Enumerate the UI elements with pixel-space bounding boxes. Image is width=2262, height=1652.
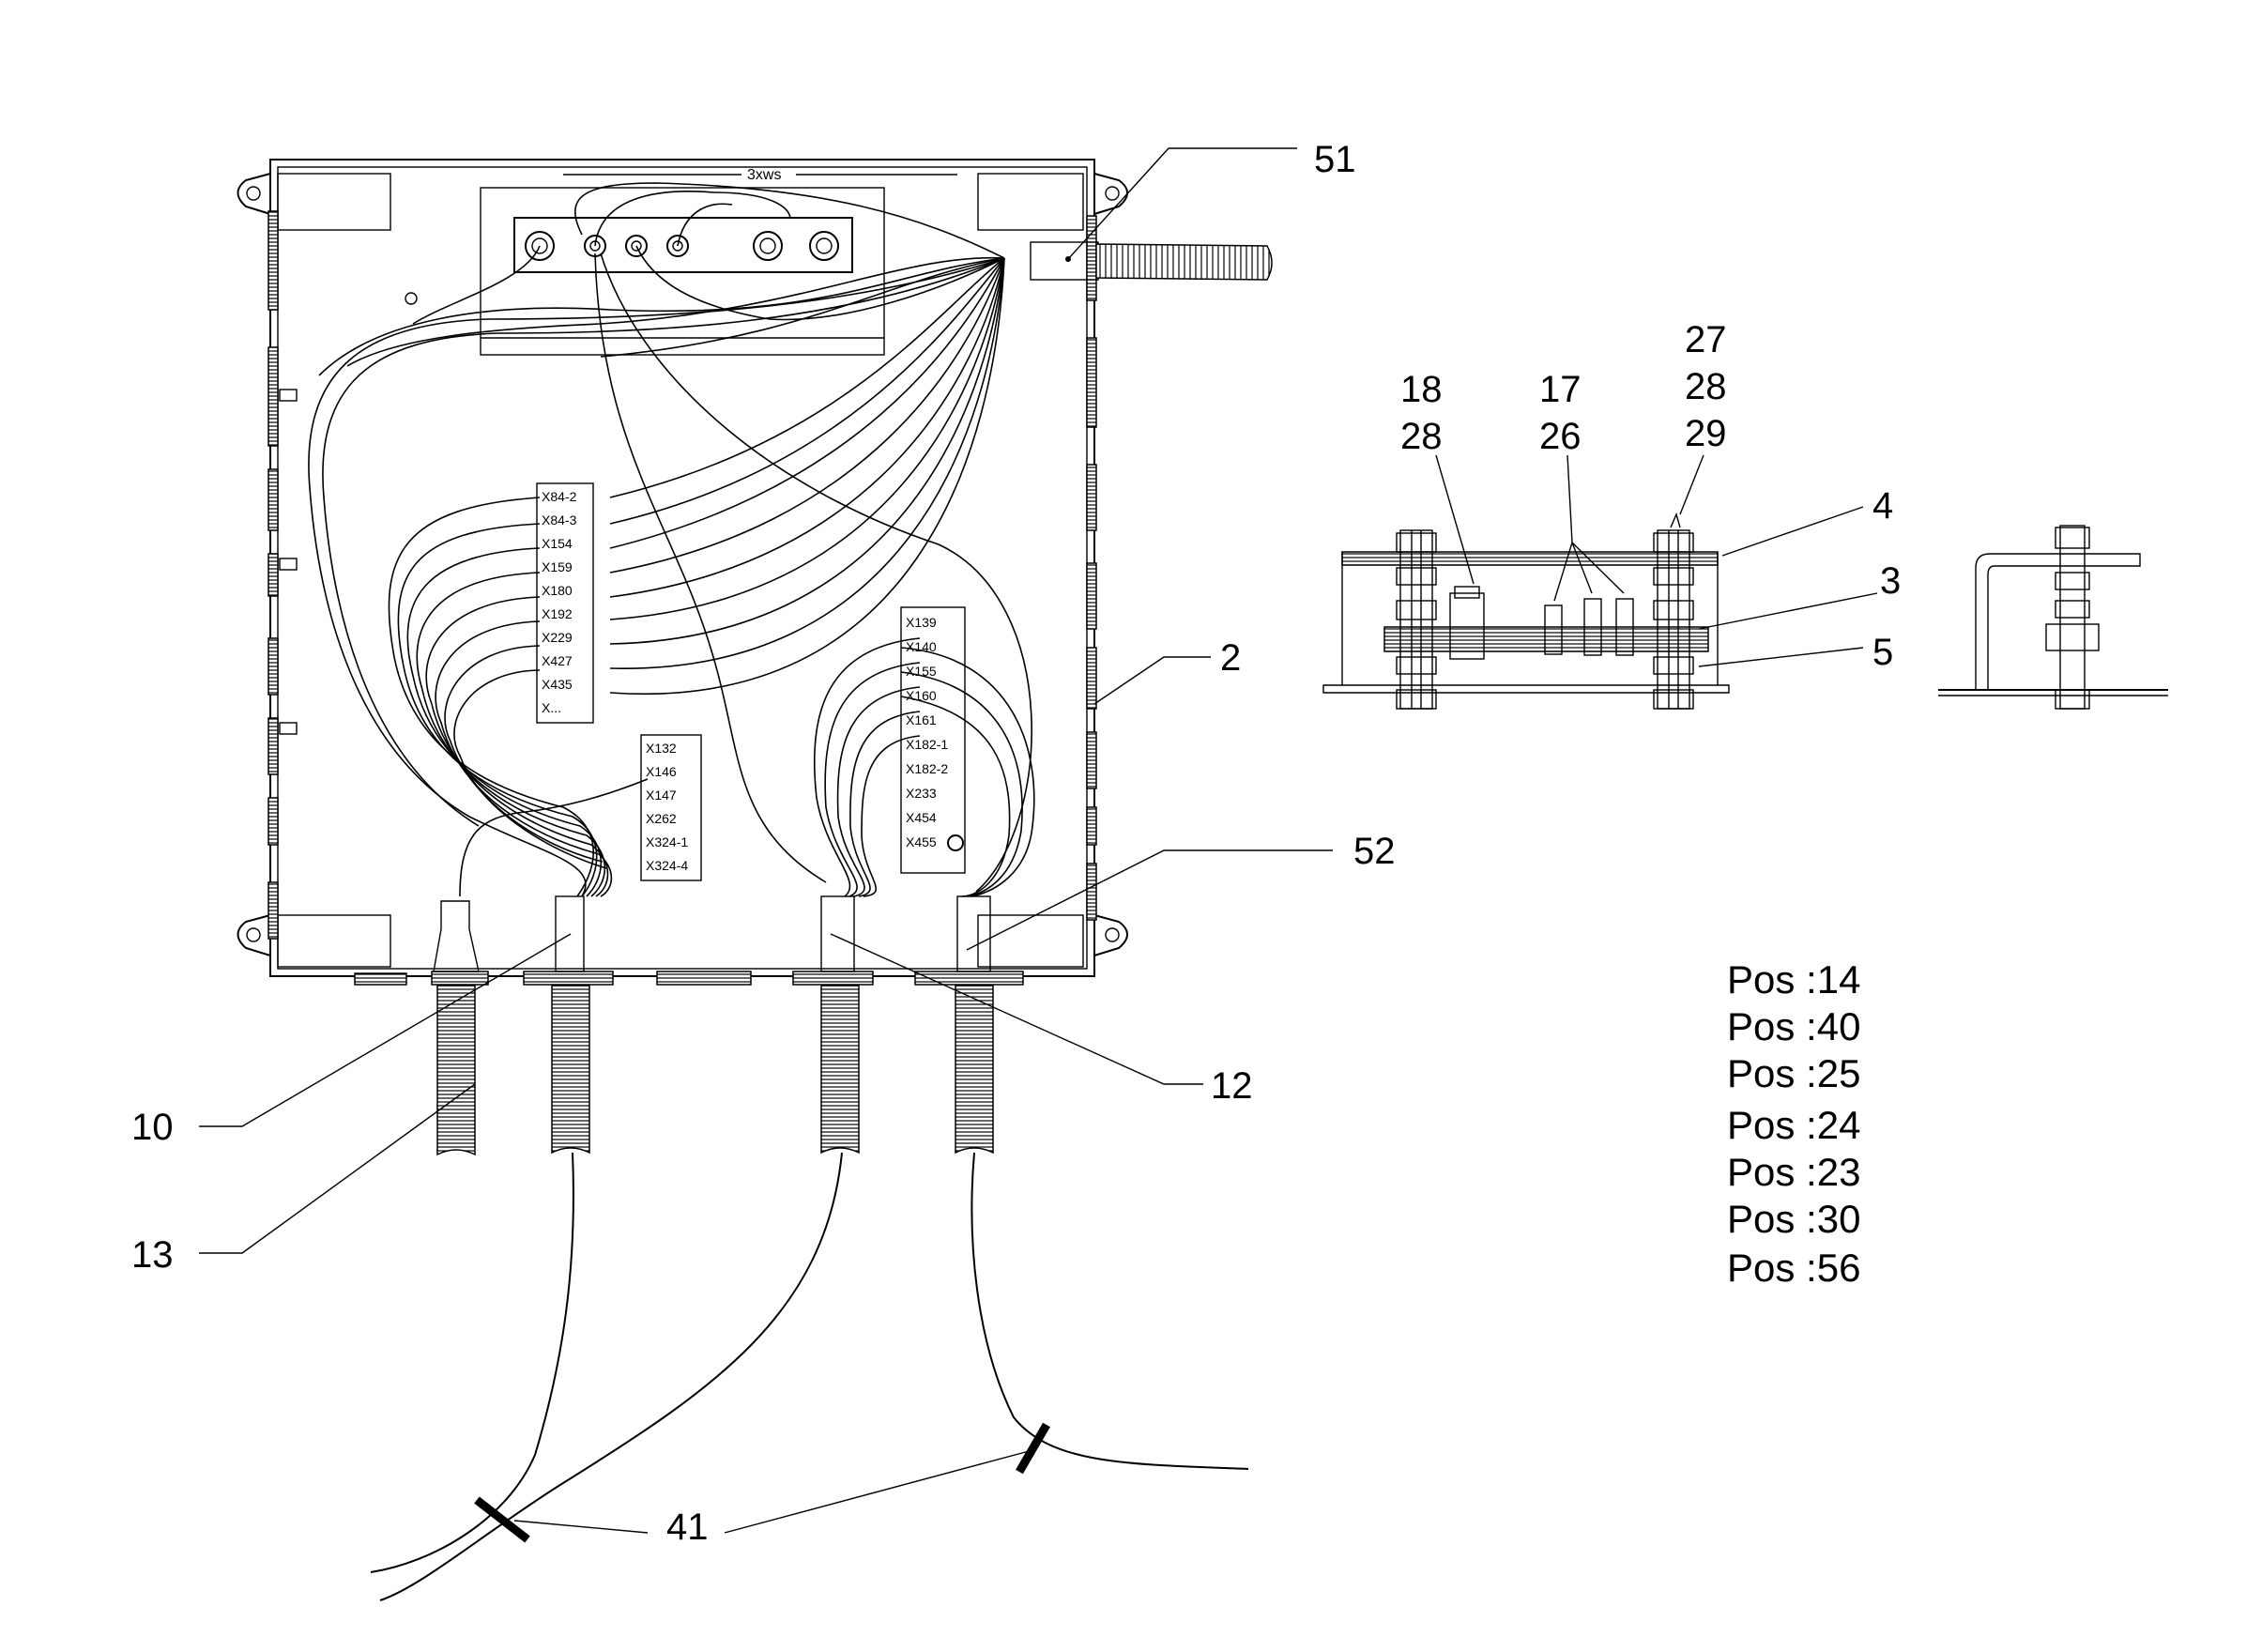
terminal-label: X180: [542, 583, 573, 598]
terminal-label: X427: [542, 653, 573, 668]
terminal-label: X159: [542, 559, 573, 574]
terminal-label: X146: [646, 764, 677, 779]
terminal-label: X84-3: [542, 512, 577, 528]
callout-26: 26: [1539, 416, 1582, 457]
pos-item: Pos :30: [1727, 1197, 1860, 1241]
terminal-label: X455: [906, 834, 937, 849]
terminal-block-right: X139 X140 X155 X160 X161 X182-1 X182-2 X…: [900, 606, 966, 874]
callout-13: 13: [131, 1234, 174, 1276]
callout-52: 52: [1353, 831, 1396, 872]
callout-51: 51: [1314, 139, 1356, 180]
callout-41: 41: [666, 1507, 709, 1548]
position-list: Pos :14 Pos :40 Pos :25 Pos :24 Pos :23 …: [1727, 957, 1860, 1290]
callout-12: 12: [1211, 1065, 1253, 1107]
top-terminal-strip: 3xws: [480, 167, 957, 356]
callout-3: 3: [1880, 560, 1901, 602]
bracket-detail: [1938, 525, 2168, 710]
terminal-label: X...: [542, 700, 561, 715]
terminal-label: X262: [646, 811, 677, 826]
callout-2: 2: [1220, 637, 1241, 679]
strip-label: 3xws: [747, 167, 781, 183]
terminal-label: X233: [906, 786, 937, 801]
terminal-label: X154: [542, 536, 573, 551]
terminal-label: X84-2: [542, 489, 577, 504]
terminal-label: X140: [906, 639, 937, 654]
stud-18: [1449, 586, 1485, 660]
terminal-studs: [525, 231, 839, 261]
pos-item: Pos :24: [1727, 1103, 1860, 1147]
callout-28a: 28: [1400, 416, 1443, 457]
cable-entry-51: [1030, 241, 1273, 281]
housing: [237, 159, 1128, 977]
terminal-label: X229: [542, 630, 573, 645]
pos-item: Pos :14: [1727, 957, 1860, 1002]
terminal-label: X324-1: [646, 834, 688, 849]
callout-5: 5: [1872, 632, 1893, 673]
terminal-label: X160: [906, 688, 937, 703]
terminal-label: X182-1: [906, 737, 948, 752]
pos-item: Pos :23: [1727, 1150, 1860, 1194]
terminal-label: X147: [646, 788, 677, 803]
terminal-label: X161: [906, 712, 937, 727]
terminal-label: X454: [906, 810, 937, 825]
terminal-label: X324-4: [646, 858, 688, 873]
studs-17: [1544, 542, 1634, 656]
terminal-block-middle: X132 X146 X147 X262 X324-1 X324-4: [640, 734, 702, 881]
section-detail: [1322, 454, 1878, 710]
callout-4: 4: [1872, 485, 1893, 527]
bolt-left: [1396, 529, 1437, 710]
terminal-label: X182-2: [906, 761, 948, 776]
pos-item: Pos :56: [1727, 1246, 1860, 1290]
terminal-label: X139: [906, 615, 937, 630]
callout-28b: 28: [1685, 366, 1727, 407]
callout-10: 10: [131, 1107, 174, 1148]
pos-item: Pos :40: [1727, 1004, 1860, 1048]
callout-27: 27: [1685, 319, 1727, 360]
bolt-right: [1653, 512, 1694, 710]
terminal-block-left: X84-2 X84-3 X154 X159 X180 X192 X229 X42…: [536, 482, 594, 724]
terminal-label: X435: [542, 677, 573, 692]
bottom-glands: [354, 895, 1024, 1156]
callout-17: 17: [1539, 369, 1582, 410]
exit-cables: [370, 1152, 1249, 1601]
terminal-label: X192: [542, 606, 573, 621]
callout-29: 29: [1685, 413, 1727, 454]
pos-item: Pos :25: [1727, 1051, 1860, 1095]
callout-18: 18: [1400, 369, 1443, 410]
leader-lines: [199, 147, 1333, 1534]
terminal-label: X132: [646, 741, 677, 756]
terminal-label: X155: [906, 664, 937, 679]
